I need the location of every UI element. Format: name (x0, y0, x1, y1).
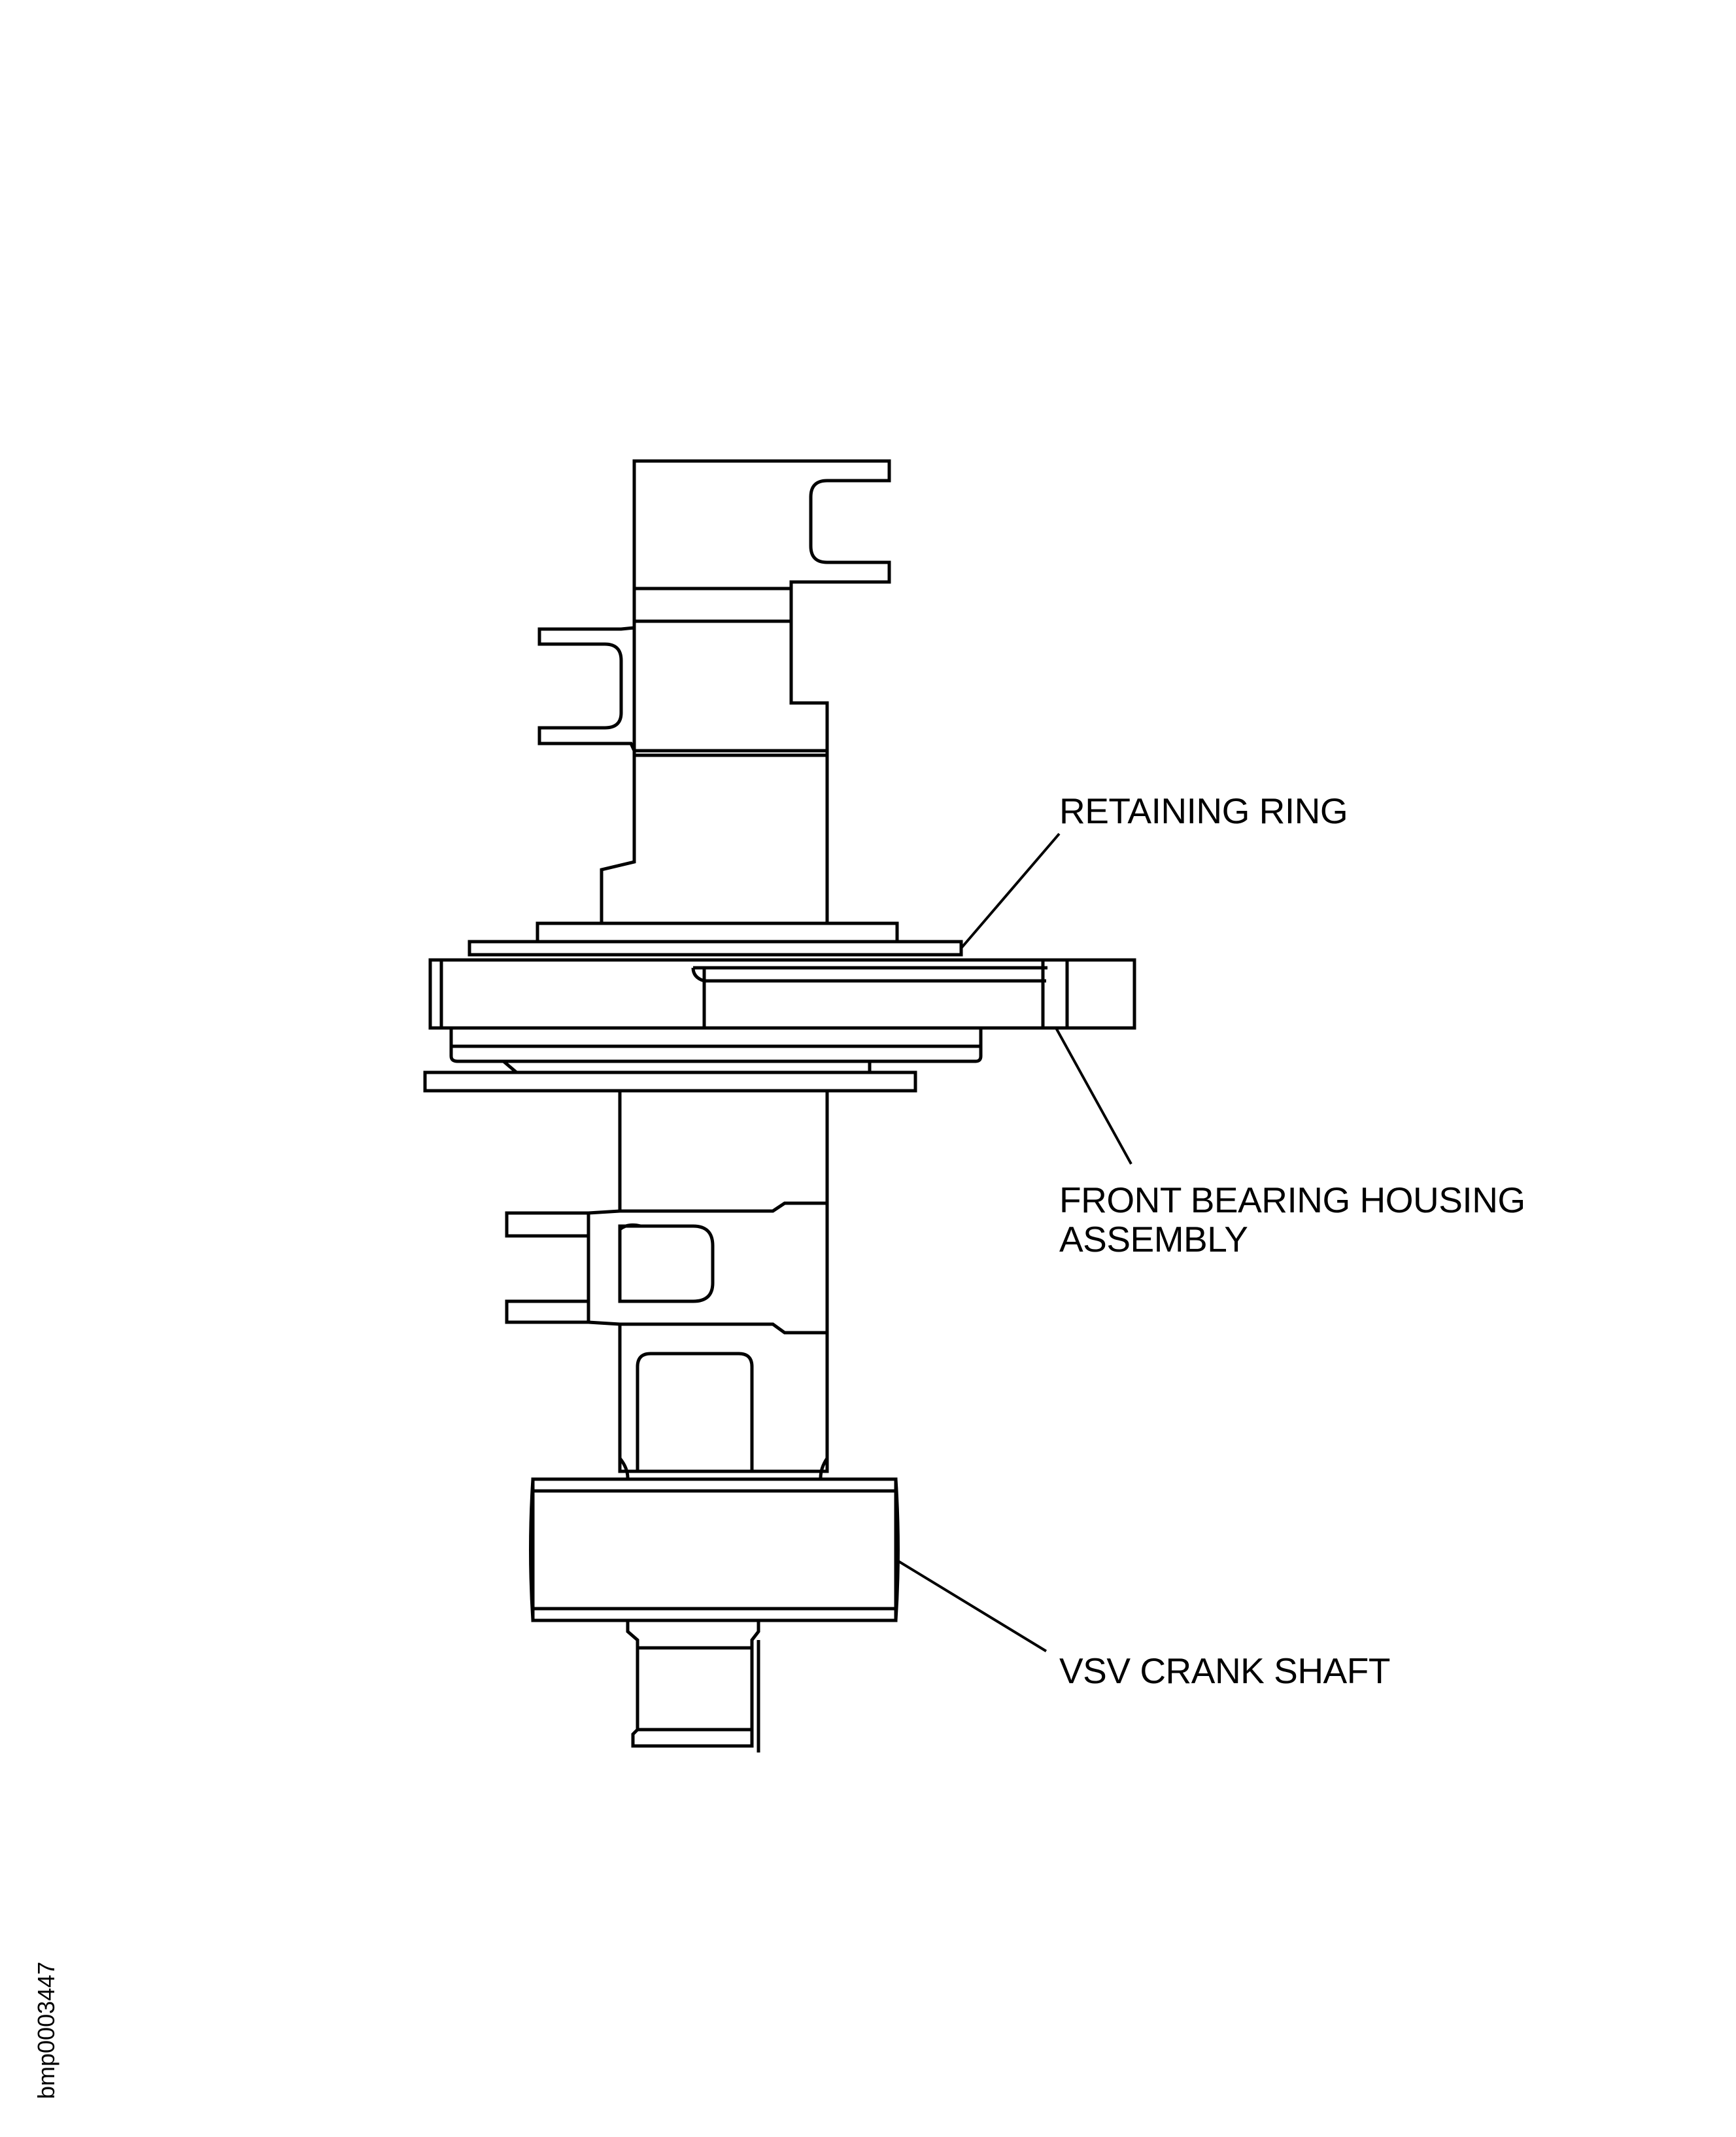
retaining-ring-text: RETAINING RING (1059, 791, 1348, 831)
shaft-upper (600, 749, 829, 925)
vsv-crank-shaft-label: VSV CRANK SHAFT (1059, 1651, 1390, 1690)
crank-drum (529, 1477, 900, 1622)
bottom-stub (626, 1618, 760, 1752)
front-bearing-housing-text-line2: ASSEMBLY (1059, 1219, 1248, 1259)
upper-fork (632, 459, 891, 623)
front-bearing-housing-text-line1: FRONT BEARING HOUSING (1059, 1180, 1525, 1220)
retaining-ring-label: RETAINING RING (1059, 791, 1348, 830)
vsv-crank-shaft-text: VSV CRANK SHAFT (1059, 1650, 1390, 1691)
crank-shaft-leader (894, 1558, 1047, 1652)
upper-collar (632, 619, 829, 753)
front-bearing-housing-label: FRONT BEARING HOUSING ASSEMBLY (1059, 1180, 1525, 1259)
figure-id: bmp0003447 (33, 1961, 60, 2099)
lower-side-lug (505, 1201, 829, 1335)
left-lug (537, 626, 636, 752)
shaft-lower (619, 1352, 829, 1479)
front-bearing-housing (423, 958, 1136, 1093)
retaining-ring-leader (960, 832, 1061, 949)
retaining-ring (468, 921, 963, 957)
bearing-housing-leader (1055, 1027, 1132, 1165)
